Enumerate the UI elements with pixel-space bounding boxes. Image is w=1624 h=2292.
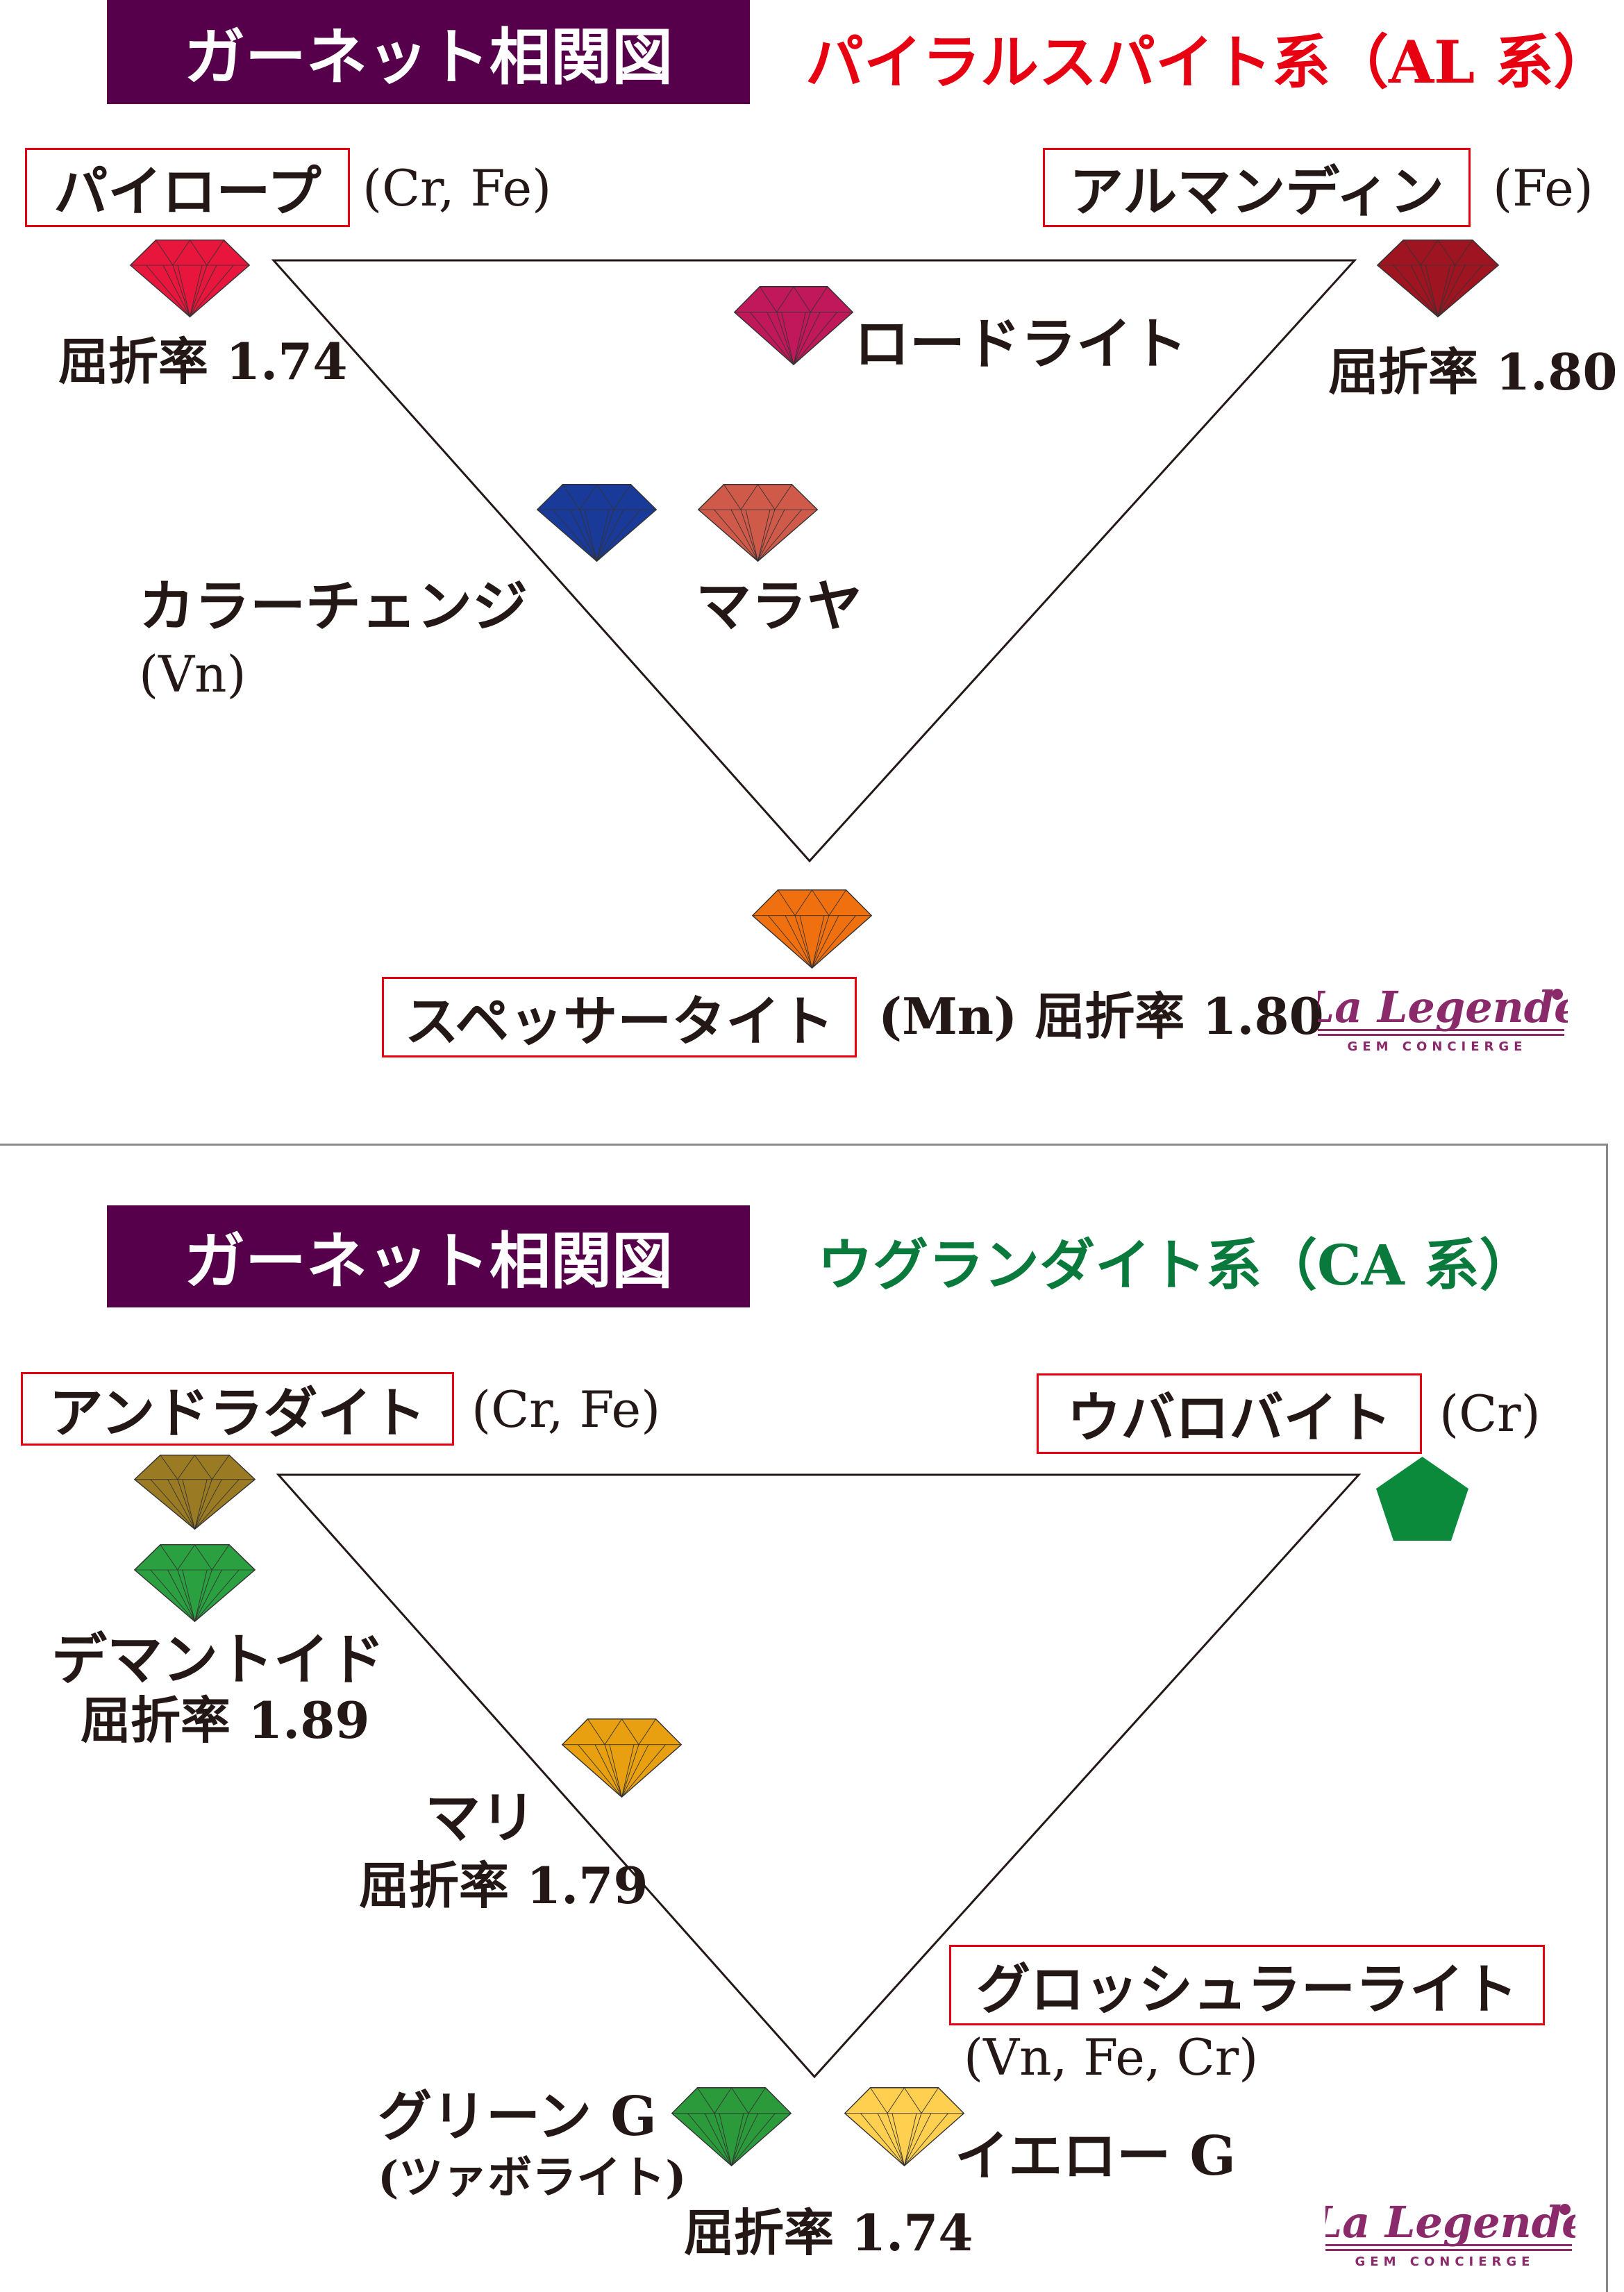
la-legende-logo: La Legende GEM CONCIERGE	[1303, 979, 1581, 1058]
yellow-grossular-gem-icon	[844, 2086, 965, 2167]
top-triangle	[271, 259, 1357, 863]
almandine-name: アルマンディン	[1069, 160, 1444, 224]
grossular-refractive-index: 屈折率 1.74	[684, 2203, 973, 2262]
green-grossular-name: グリーン G	[378, 2085, 657, 2148]
mali-gem-icon	[561, 1718, 683, 1798]
spessartite-name-box: スペッサータイト	[382, 977, 857, 1057]
almandine-gem-icon	[1376, 239, 1500, 318]
uvarovite-pentagon-icon	[1376, 1457, 1468, 1541]
andradite-gem-icon	[133, 1454, 256, 1530]
logo-script: La Legende	[1318, 982, 1568, 1032]
green-grossular-gem-icon	[671, 2086, 792, 2167]
logo-graphic: La Legende GEM CONCIERGE	[1303, 982, 1581, 1054]
spessartite-name: スペッサータイト	[404, 990, 835, 1053]
bottom-title: ガーネット相関図	[183, 1225, 673, 1297]
bottom-subtitle: ウグランダイト系（CA 系）	[817, 1232, 1535, 1298]
top-title: ガーネット相関図	[183, 20, 673, 93]
demantoid-gem-icon	[133, 1544, 256, 1623]
andradite-name: アンドラダイト	[49, 1382, 426, 1445]
yellow-grossular-name: イエロー G	[955, 2125, 1236, 2188]
logo-tagline: GEM CONCIERGE	[1355, 2255, 1535, 2269]
pyrope-name: パイロープ	[53, 160, 321, 224]
demantoid-name: デマントイド	[51, 1627, 385, 1692]
grossular-name: グロッシュラーライト	[976, 1958, 1518, 2021]
la-legende-logo-bottom: La Legende GEM CONCIERGE	[1310, 2194, 1589, 2273]
pyrope-elements: (Cr, Fe)	[362, 159, 552, 217]
grossular-name-box: グロッシュラーライト	[949, 1945, 1545, 2025]
color-change-gem-icon	[536, 483, 658, 562]
uvarovite-elements: (Cr)	[1439, 1385, 1541, 1443]
logo-script: La Legende	[1325, 2197, 1575, 2248]
mali-refractive-index: 屈折率 1.79	[359, 1856, 648, 1915]
logo-tagline: GEM CONCIERGE	[1348, 1039, 1527, 1054]
top-subtitle: パイラルスパイト系（AL 系）	[805, 28, 1612, 97]
grossular-elements: (Vn, Fe, Cr)	[964, 2028, 1259, 2086]
almandine-elements: (Fe)	[1493, 159, 1593, 217]
rhodolite-name: ロードライト	[854, 311, 1187, 376]
color-change-name: カラーチェンジ	[139, 574, 528, 639]
logo-graphic: La Legende GEM CONCIERGE	[1310, 2197, 1589, 2269]
pyrope-name-box: パイロープ	[25, 148, 350, 227]
almandine-name-box: アルマンディン	[1043, 148, 1471, 227]
bottom-panel-border	[0, 1144, 1608, 2292]
andradite-elements: (Cr, Fe)	[471, 1380, 661, 1439]
top-title-box: ガーネット相関図	[107, 0, 750, 104]
uvarovite-name-box: ウバロバイト	[1037, 1373, 1422, 1454]
spessartite-elements-ri: (Mn) 屈折率 1.80	[878, 987, 1324, 1046]
pyrope-refractive-index: 屈折率 1.74	[58, 332, 348, 391]
andradite-name-box: アンドラダイト	[21, 1372, 454, 1446]
malaya-gem-icon	[697, 483, 819, 562]
mali-name: マリ	[425, 1785, 536, 1850]
pyrope-gem-icon	[129, 239, 251, 318]
bottom-title-box: ガーネット相関図	[107, 1205, 750, 1307]
demantoid-refractive-index: 屈折率 1.89	[81, 1691, 370, 1750]
almandine-refractive-index: 屈折率 1.80	[1328, 342, 1618, 401]
rhodolite-gem-icon	[733, 285, 854, 366]
tsavorite-alias: (ツァボライト)	[378, 2152, 687, 2204]
color-change-elements: (Vn)	[139, 645, 246, 703]
uvarovite-name: ウバロバイト	[1066, 1387, 1392, 1450]
spessartite-gem-icon	[751, 889, 873, 969]
malaya-name: マラヤ	[696, 574, 862, 639]
